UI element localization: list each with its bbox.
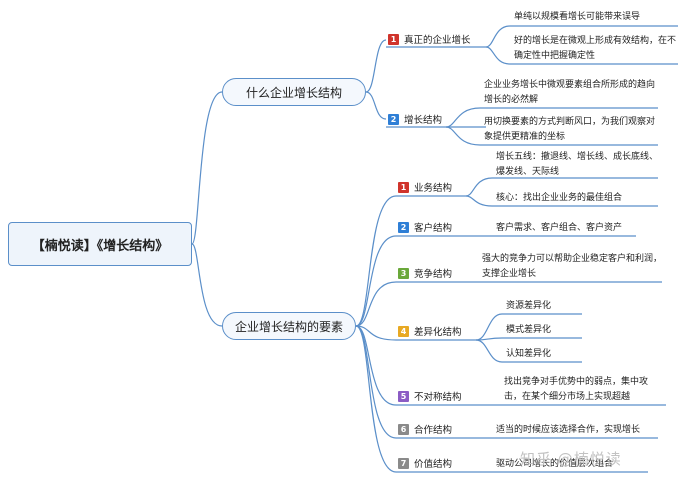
subtopic-growth-structure[interactable]: 2 增长结构 [388, 112, 442, 126]
leaf-text[interactable]: 强大的竞争力可以帮助企业稳定客户和利润，支撑企业增长 [482, 254, 663, 279]
subtopic-label: 客户结构 [414, 223, 453, 234]
zhihu-watermark: 知乎 @楠悦读 [520, 450, 622, 468]
leaf-text[interactable]: 驱动公司增长的价值层次组合 [496, 459, 614, 469]
topic-what-is-growth-structure[interactable]: 什么企业增长结构 [222, 78, 366, 106]
subtopic-label: 价值结构 [414, 459, 453, 470]
subtopic-customer-structure[interactable]: 2 客户结构 [398, 220, 452, 234]
root-topic[interactable]: 【楠悦读】《增长结构》 [8, 222, 192, 266]
number-5-badge: 5 [398, 390, 409, 402]
leaf-text[interactable]: 资源差异化 [506, 301, 552, 311]
leaf-text[interactable]: 增长五线：撤退线、增长线、成长底线、爆发线、天际线 [496, 152, 659, 177]
subtopic-label: 合作结构 [414, 425, 453, 436]
subtopic-label: 不对称结构 [414, 392, 462, 403]
number-6-badge: 6 [398, 423, 409, 435]
subtopic-label: 差异化结构 [414, 327, 462, 338]
leaf-text[interactable]: 好的增长是在微观上形成有效结构，在不确定性中把握确定性 [514, 36, 677, 61]
subtopic-asymmetry-structure[interactable]: 5 不对称结构 [398, 389, 462, 403]
subtopic-label: 真正的企业增长 [404, 35, 471, 46]
number-4-badge: 4 [398, 325, 409, 337]
leaf-text[interactable]: 模式差异化 [506, 325, 552, 335]
number-1-badge: 1 [388, 33, 399, 45]
leaf-text[interactable]: 认知差异化 [506, 349, 552, 359]
leaf-text[interactable]: 用切换要素的方式判断风口，为我们观察对象提供更精准的坐标 [484, 117, 656, 142]
number-1-badge: 1 [398, 181, 409, 193]
subtopic-real-growth[interactable]: 1 真正的企业增长 [388, 32, 471, 46]
leaf-text[interactable]: 单纯以规模看增长可能带来误导 [514, 12, 641, 22]
subtopic-differentiation-structure[interactable]: 4 差异化结构 [398, 324, 462, 338]
subtopic-business-structure[interactable]: 1 业务结构 [398, 180, 452, 194]
leaf-text[interactable]: 找出竞争对手优势中的弱点，集中攻击，在某个细分市场上实现超越 [504, 377, 649, 402]
subtopic-competition-structure[interactable]: 3 竞争结构 [398, 266, 452, 280]
number-3-badge: 3 [398, 267, 409, 279]
topic-growth-structure-elements[interactable]: 企业增长结构的要素 [222, 312, 356, 340]
subtopic-label: 业务结构 [414, 183, 453, 194]
number-7-badge: 7 [398, 457, 409, 469]
subtopic-cooperation-structure[interactable]: 6 合作结构 [398, 422, 452, 436]
leaf-text[interactable]: 客户需求、客户组合、客户资产 [496, 223, 623, 233]
subtopic-label: 竞争结构 [414, 269, 453, 280]
leaf-text[interactable]: 核心：找出企业业务的最佳组合 [496, 193, 623, 203]
number-2-badge: 2 [388, 113, 399, 125]
subtopic-label: 增长结构 [404, 115, 443, 126]
subtopic-value-structure[interactable]: 7 价值结构 [398, 456, 452, 470]
number-2-badge: 2 [398, 221, 409, 233]
leaf-text[interactable]: 企业业务增长中微观要素组合所形成的趋向增长的必然解 [484, 80, 656, 105]
leaf-text[interactable]: 适当的时候应该选择合作，实现增长 [496, 425, 641, 435]
